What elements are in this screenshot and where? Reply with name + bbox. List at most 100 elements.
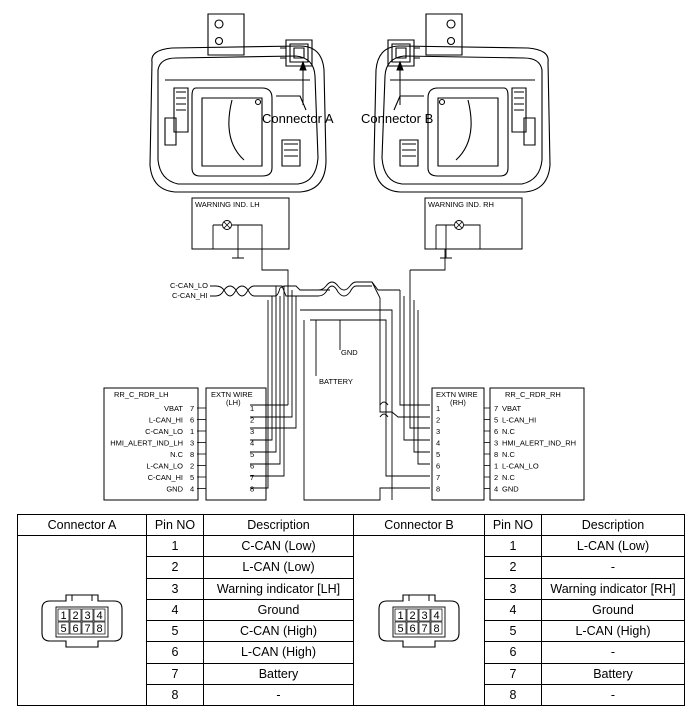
radar-rh-pin-number: 1	[494, 462, 498, 471]
pin-number-b: 2	[484, 556, 542, 579]
connector-pin-label: 8	[433, 623, 439, 635]
radar-lh-pin-number: 5	[190, 473, 194, 482]
header-description-b: Description	[541, 514, 685, 536]
warning-lh-title: WARNING IND. LH	[195, 200, 260, 209]
extn-rh-pin-number: 7	[436, 473, 440, 482]
pin-number-a: 3	[146, 577, 204, 600]
radar-lh-pin-name: VBAT	[164, 404, 183, 413]
connector-pin-label: 8	[96, 623, 102, 635]
description-b: L-CAN (Low)	[541, 534, 685, 558]
pin-number-a: 2	[146, 556, 204, 579]
extn-rh-pin-number: 3	[436, 427, 440, 436]
connector-pin-label: 5	[397, 623, 403, 635]
radar-rh-pin-number: 5	[494, 416, 498, 425]
header-description-a: Description	[203, 514, 354, 536]
radar-lh-pin-number: 6	[190, 416, 194, 425]
gnd-label: GND	[341, 348, 358, 357]
c-can-lo-label: C-CAN_LO	[170, 281, 208, 290]
pin-number-b: 4	[484, 598, 542, 622]
extn-lh-pin-number: 4	[250, 439, 254, 448]
pin-description-table: Connector A Pin NO Description Connector…	[17, 514, 685, 707]
radar-unit-rh-illustration	[373, 13, 551, 193]
radar-lh-pin-number: 3	[190, 439, 194, 448]
pin-number-b: 3	[484, 577, 542, 600]
extn-rh-pin-number: 2	[436, 416, 440, 425]
pin-number-b: 8	[484, 683, 542, 707]
extn-rh-title: EXTN WIRE	[436, 390, 478, 399]
callout-leaders	[299, 60, 404, 105]
battery-label: BATTERY	[319, 377, 353, 386]
c-can-hi-label: C-CAN_HI	[172, 291, 207, 300]
connector-pin-label: 1	[397, 610, 403, 622]
radar-lh-pin-name: GND	[166, 485, 183, 494]
header-connector-b: Connector B	[353, 514, 485, 536]
lamp-icon	[222, 220, 232, 230]
radar-lh-pin-name: L-CAN_HI	[149, 416, 183, 425]
radar-rh-pin-number: 7	[494, 404, 498, 413]
description-a: C-CAN (High)	[203, 619, 354, 643]
wiring-diagram: Connector A Connector B WARNING IND. LH …	[103, 13, 585, 501]
description-b: Battery	[541, 662, 685, 685]
pin-number-a: 7	[146, 662, 204, 685]
radar-rh-pin-number: 2	[494, 473, 498, 482]
connector-pin-label: 7	[84, 623, 90, 635]
pin-number-a: 4	[146, 598, 204, 622]
pin-number-a: 6	[146, 641, 204, 664]
radar-lh-pin-name: HMI_ALERT_IND_LH	[110, 439, 183, 448]
pin-number-b: 5	[484, 619, 542, 643]
radar-lh-pin-number: 4	[190, 485, 194, 494]
pin-number-b: 1	[484, 534, 542, 558]
pin-number-b: 7	[484, 662, 542, 685]
lamp-icon	[454, 220, 464, 230]
radar-rh-pin-name: GND	[502, 485, 519, 494]
radar-rh-pin-number: 8	[494, 450, 498, 459]
header-pin-no-a: Pin NO	[146, 514, 204, 536]
connector-a-callout: Connector A	[262, 111, 334, 126]
description-b: -	[541, 641, 685, 664]
description-a: -	[203, 683, 354, 707]
wiring-harness	[210, 249, 446, 501]
connector-pin-label: 4	[96, 610, 102, 622]
connector-pin-label: 6	[409, 623, 415, 635]
radar-unit-lh-illustration	[149, 13, 327, 193]
pin-number-a: 1	[146, 534, 204, 558]
description-a: Battery	[203, 662, 354, 685]
radar-lh-title: RR_C_RDR_LH	[114, 390, 169, 399]
radar-rh-pin-number: 6	[494, 427, 498, 436]
table-row: 8-8-	[18, 683, 685, 707]
radar-rh-pin-number: 3	[494, 439, 498, 448]
extn-lh-title: EXTN WIRE	[211, 390, 253, 399]
radar-lh-pin-name: C-CAN_LO	[145, 427, 183, 436]
description-a: L-CAN (High)	[203, 641, 354, 664]
extn-rh-pin-number: 1	[436, 404, 440, 413]
warning-rh-title: WARNING IND. RH	[428, 200, 494, 209]
radar-rh-pin-number: 4	[494, 485, 498, 494]
connector-pin-label: 3	[84, 610, 90, 622]
warning-indicator-rh: WARNING IND. RH	[424, 197, 523, 259]
description-a: Warning indicator [LH]	[203, 577, 354, 600]
radar-rh-pin-name: HMI_ALERT_IND_RH	[502, 439, 576, 448]
extn-rh-pin-number: 6	[436, 462, 440, 471]
connector-pin-label: 5	[60, 623, 66, 635]
extn-rh-sub: (RH)	[450, 398, 466, 407]
header-pin-no-b: Pin NO	[484, 514, 542, 536]
radar-rh-title: RR_C_RDR_RH	[505, 390, 561, 399]
extn-lh-pin-number: 5	[250, 450, 254, 459]
extn-lh-pin-number: 8	[250, 485, 254, 494]
extn-lh-pin-number: 7	[250, 473, 254, 482]
description-b: Warning indicator [RH]	[541, 577, 685, 600]
description-b: -	[541, 683, 685, 707]
warning-indicator-lh: WARNING IND. LH	[191, 197, 290, 259]
connector-pin-label: 2	[72, 610, 78, 622]
connector-b-callout: Connector B	[361, 111, 433, 126]
pin-number-a: 8	[146, 683, 204, 707]
table-header-row: Connector A Pin NO Description Connector…	[17, 514, 685, 536]
radar-lh-pin-number: 2	[190, 462, 194, 471]
radar-lh-pin-name: C-CAN_HI	[148, 473, 183, 482]
radar-rh-pin-name: N.C	[502, 450, 516, 459]
